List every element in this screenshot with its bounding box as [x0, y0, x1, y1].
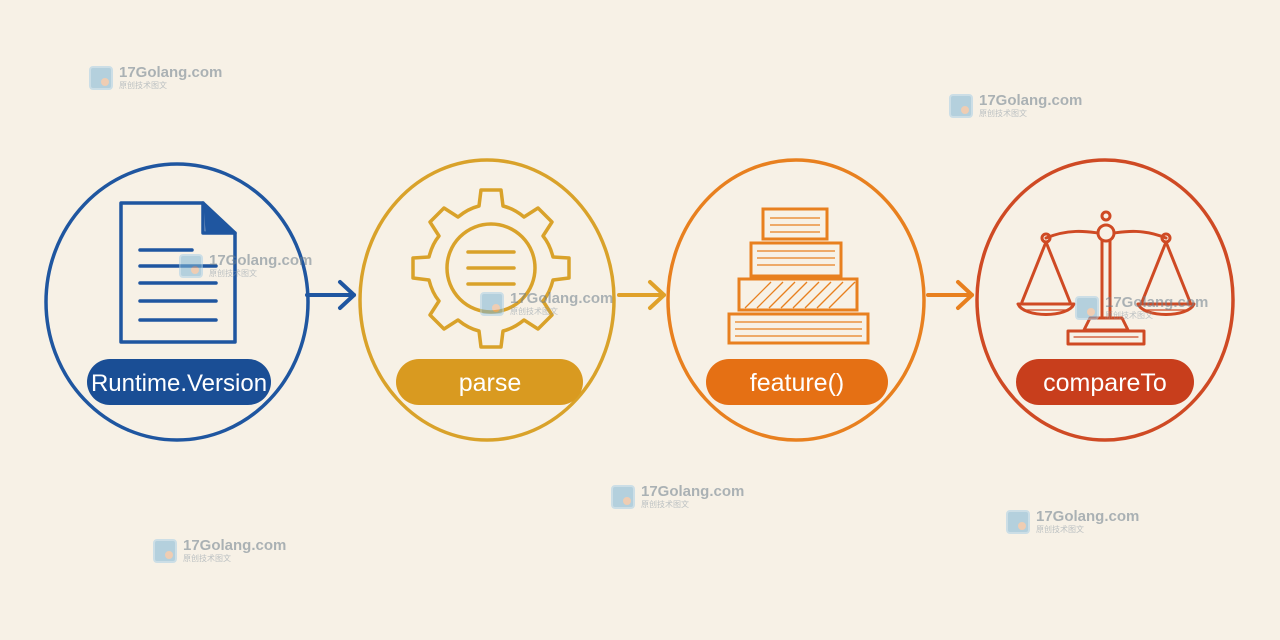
- label-pill-2: [396, 359, 583, 405]
- arrow-2: [617, 280, 666, 310]
- watermark-logo-icon: [480, 291, 504, 316]
- step-label-4: compareTo: [1043, 369, 1167, 397]
- watermark-logo-icon: [89, 65, 113, 90]
- step-parse: parse: [358, 158, 616, 442]
- step-label-3: feature(): [750, 369, 844, 397]
- watermark-logo-icon: [1006, 509, 1030, 534]
- watermark-logo-icon: [179, 253, 203, 278]
- watermark-logo-icon: [949, 93, 973, 118]
- stacked-layers-icon: [727, 207, 870, 345]
- gear-icon: [411, 188, 571, 349]
- arrow-3: [926, 280, 974, 310]
- watermark-logo-icon: [611, 484, 635, 509]
- label-pill-3: [706, 359, 888, 405]
- step-feature: feature(): [666, 158, 926, 442]
- watermark-logo-icon: [153, 538, 177, 563]
- watermark-logo-icon: [1075, 295, 1099, 320]
- step-compare-to: compareTo: [975, 158, 1235, 442]
- arrow-1: [305, 280, 356, 310]
- step-label-1: Runtime.Version: [91, 370, 267, 397]
- label-pill-4: [1016, 359, 1194, 405]
- step-label-2: parse: [459, 369, 522, 397]
- step-runtime-version: Runtime.Version: [44, 162, 310, 442]
- label-pill-1: [87, 359, 271, 405]
- balance-scale-icon: [1016, 210, 1196, 346]
- document-icon: [119, 201, 237, 344]
